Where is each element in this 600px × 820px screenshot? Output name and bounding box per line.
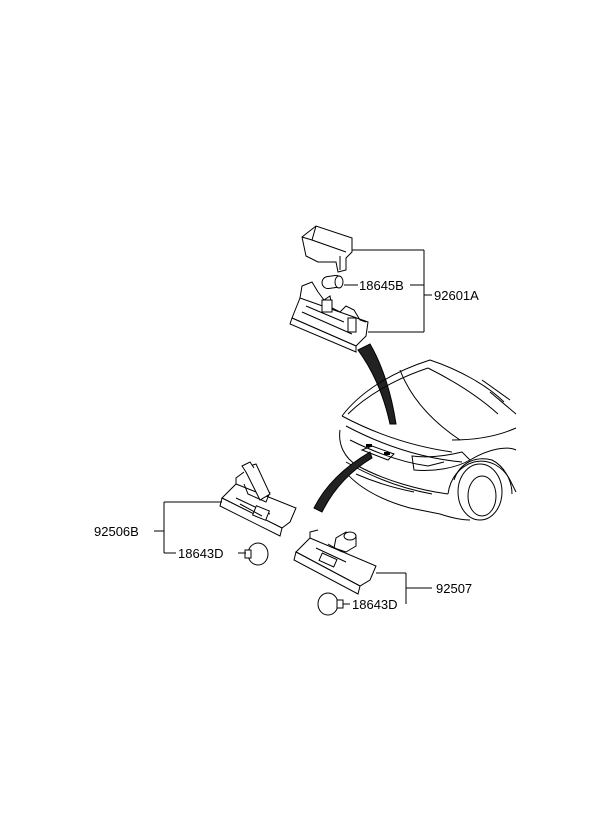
- location-pointer-upper: [357, 343, 397, 425]
- callout-92506B: 92506B: [94, 524, 139, 539]
- wedge-bulb-18645B: [321, 274, 344, 290]
- callout-18643D-right: 18643D: [352, 597, 398, 612]
- bulb-18643D-left: [244, 542, 269, 566]
- callout-18643D-left: 18643D: [178, 546, 224, 561]
- license-lamp-92506B: [219, 461, 297, 537]
- callout-92507: 92507: [436, 581, 472, 596]
- location-pointer-lower: [313, 451, 373, 513]
- callout-92601A: 92601A: [434, 288, 479, 303]
- callout-18645B: 18645B: [359, 278, 404, 293]
- bulb-18643D-right: [317, 592, 344, 616]
- leader-lines-92506B: [154, 501, 246, 554]
- leader-lines-92507: [343, 572, 432, 605]
- license-lamp-92507: [293, 529, 377, 595]
- leader-lines-92601A: [344, 249, 432, 333]
- lamp-base-housing: [289, 281, 369, 353]
- lamp-housing-cover: [301, 225, 353, 273]
- vehicle-rear-illustration: [339, 359, 517, 521]
